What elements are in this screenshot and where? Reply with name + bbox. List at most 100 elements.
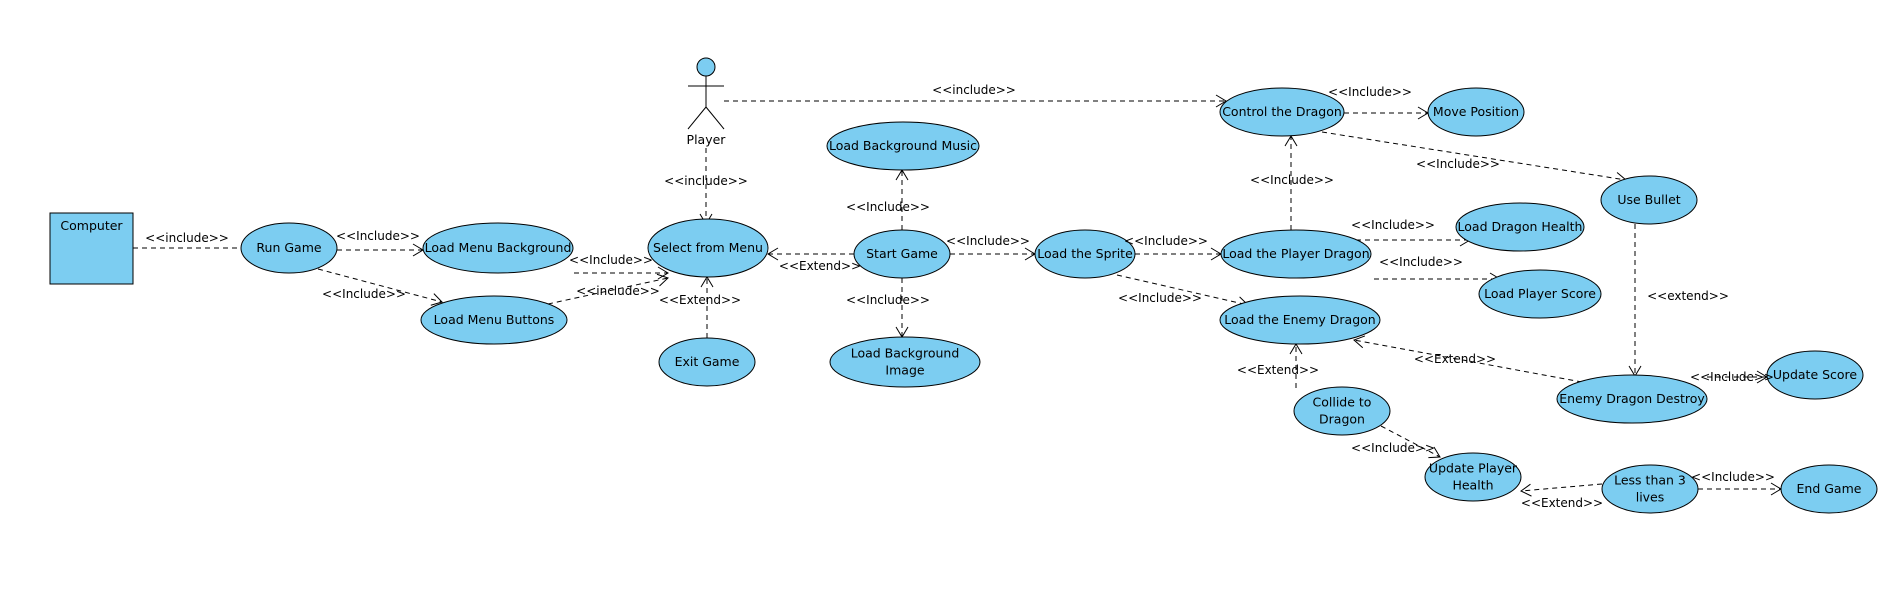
use-case-label: Health [1452,478,1493,493]
relation-use-bullet-to-enemy-dragon-destroy [1628,224,1642,377]
use-case-collide-to-dragon[interactable]: Collide to Dragon [1293,386,1391,436]
relation-line [1353,339,1583,383]
relation-load-the-player-dragon-to-load-player-score [1374,272,1501,286]
use-case-ellipse [1293,386,1391,436]
arrow-head-icon [1428,446,1441,459]
use-case-use-bullet[interactable]: Use Bullet [1600,175,1698,225]
relation-label: <<include>> [145,231,229,245]
use-case-label: Select from Menu [653,240,763,255]
use-case-ellipse [829,336,981,388]
use-case-label: Load Background Music [829,138,977,153]
use-case-label: End Game [1797,481,1862,496]
use-case-load-the-player-dragon[interactable]: Load the Player Dragon [1220,229,1372,279]
relation-label: <<Include>> [322,287,406,301]
relation-labels-layer: <<include>> <<Include>> <<Include>> <<Inclu… [145,83,1775,510]
use-case-load-the-enemy-dragon[interactable]: Load the Enemy Dragon [1219,295,1381,345]
relation-less-than-3-lives-to-end-game [1698,482,1782,496]
relation-label: <<Extend>> [1414,352,1496,366]
relation-load-the-player-dragon-to-load-dragon-health [1356,233,1471,247]
use-case-label: Load Menu Background [425,240,572,255]
relation-line [1321,131,1627,181]
use-case-label: lives [1636,490,1665,505]
use-case-label: Use Bullet [1617,192,1680,207]
use-case-exit-game[interactable]: Exit Game [658,337,756,387]
relation-label: <<Include>> [1416,157,1500,171]
arrow-head-icon [657,266,669,280]
use-case-select-from-menu[interactable]: Select from Menu [647,218,769,278]
use-case-less-than-3-lives[interactable]: Less than 3 lives [1601,464,1699,514]
use-case-label: Control the Dragon [1222,104,1342,119]
relation-label: <<Extend>> [779,259,861,273]
use-case-load-menu-background[interactable]: Load Menu Background [422,222,574,274]
use-case-load-player-score[interactable]: Load Player Score [1478,269,1602,319]
relation-label: <<Include>> [846,200,930,214]
use-case-end-game[interactable]: End Game [1780,464,1878,514]
arrow-head-icon [656,273,669,287]
use-case-ellipse [1780,464,1878,514]
use-case-load-the-sprite[interactable]: Load the Sprite [1034,229,1136,279]
relation-label: <<extend>> [1647,289,1729,303]
relation-label: <<Include>> [946,234,1030,248]
use-case-run-game[interactable]: Run Game [240,222,338,274]
use-case-load-background-music[interactable]: Load Background Music [826,121,980,171]
relation-run-game-to-load-menu-buttons [317,268,443,306]
use-case-label: Update Score [1773,367,1858,382]
relation-collide-to-dragon-to-update-player-health [1380,425,1441,459]
relation-label: <<include>> [576,284,660,298]
system-box-icon [49,212,134,285]
use-case-enemy-dragon-destroy[interactable]: Enemy Dragon Destroy [1556,374,1708,424]
use-case-ellipse [1424,452,1522,502]
use-case-ellipse [1219,87,1345,137]
use-case-label: Exit Game [675,354,740,369]
actor-label: Player [687,132,727,147]
use-case-ellipse [1600,175,1698,225]
use-case-label: Collide to [1313,395,1372,410]
relation-label: <<Include>> [1351,218,1435,232]
use-case-ellipse [1034,229,1136,279]
use-case-ellipse [826,121,980,171]
relation-label: <<Include>> [1379,255,1463,269]
relation-label: <<Include>> [569,253,653,267]
use-case-load-dragon-health[interactable]: Load Dragon Health [1455,202,1585,252]
use-case-start-game[interactable]: Start Game [853,229,951,279]
use-case-ellipse [1601,464,1699,514]
use-case-label: Start Game [866,246,938,261]
use-case-load-menu-buttons[interactable]: Load Menu Buttons [420,295,568,345]
use-case-ellipse [1478,269,1602,319]
relation-label: <<Extend>> [659,293,741,307]
use-case-ellipse [1427,87,1525,137]
relation-line [1116,274,1249,306]
use-case-label: Dragon [1319,412,1365,427]
use-case-update-score[interactable]: Update Score [1766,350,1864,400]
actor-player[interactable]: Player [687,57,727,147]
use-case-ellipse [1766,350,1864,400]
use-case-label: Less than 3 [1614,473,1686,488]
use-case-ellipse [420,295,568,345]
relation-label: <<Include>> [1328,85,1412,99]
use-case-ellipse [1219,295,1381,345]
use-case-control-the-dragon[interactable]: Control the Dragon [1219,87,1345,137]
relation-enemy-dragon-destroy-to-load-the-enemy-dragon [1353,335,1583,383]
use-case-ellipse [1556,374,1708,424]
use-case-move-position[interactable]: Move Position [1427,87,1525,137]
use-case-label: Load Dragon Health [1458,219,1583,234]
stick-figure-icon [687,57,725,130]
arrow-head-icon [767,247,779,261]
relation-load-menu-buttons-to-select-from-menu [547,273,669,305]
actor-computer[interactable]: Computer [49,212,134,285]
use-case-label: Load Background [851,346,960,361]
relation-label: <<include>> [932,83,1016,97]
use-case-label: Load Menu Buttons [434,312,555,327]
arrow-head-icon [1520,483,1532,497]
relation-label: <<Include>> [1118,291,1202,305]
use-case-label: Load the Sprite [1037,246,1133,261]
relation-load-the-sprite-to-load-the-player-dragon [1135,247,1222,261]
relation-line [1520,483,1603,492]
use-case-ellipse [658,337,756,387]
use-case-label: Load the Player Dragon [1222,246,1369,261]
use-case-ellipse [422,222,574,274]
